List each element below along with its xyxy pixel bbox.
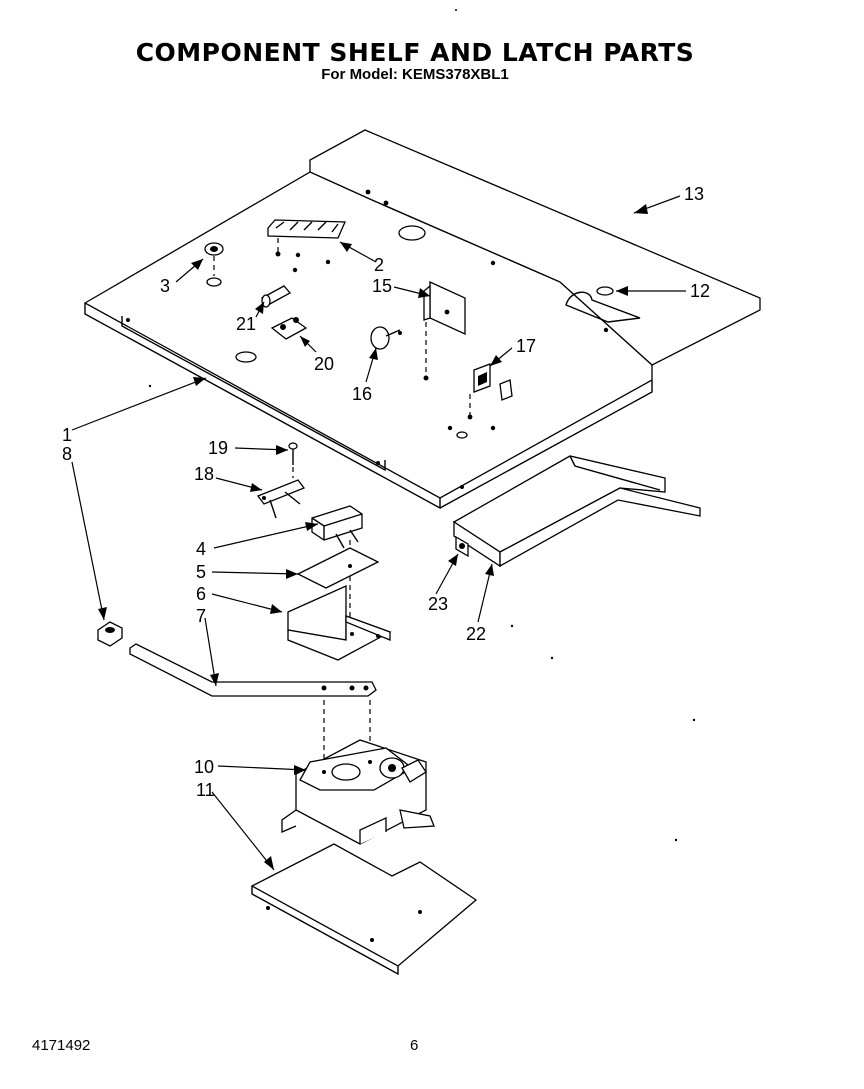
model-subtitle: For Model: KEMS378XBL1 xyxy=(321,66,509,83)
callout-3: 3 xyxy=(160,276,170,296)
callout-21: 21 xyxy=(236,314,256,334)
callout-11: 11 xyxy=(196,780,215,800)
page-title: COMPONENT SHELF AND LATCH PARTS xyxy=(135,38,695,67)
tray-part xyxy=(452,455,701,568)
callout-10: 10 xyxy=(194,757,214,777)
callout-18: 18 xyxy=(194,464,214,484)
grommet-part xyxy=(204,242,224,287)
page-number: 6 xyxy=(410,1037,419,1054)
callout-23: 23 xyxy=(428,594,448,614)
callout-17: 17 xyxy=(516,336,536,356)
callout-leaders xyxy=(71,195,686,871)
component-shelf xyxy=(83,129,761,510)
latch-assembly-part xyxy=(281,739,435,845)
callout-labels: 13 2 3 15 12 21 17 20 16 1 8 19 18 4 5 6… xyxy=(62,184,710,800)
callout-15: 15 xyxy=(372,276,392,296)
interlock-switch-part xyxy=(467,363,513,420)
switch-part xyxy=(311,505,363,640)
callout-20: 20 xyxy=(314,354,334,374)
insulator-part xyxy=(296,547,380,589)
latch-rod-part xyxy=(129,643,377,770)
callout-5: 5 xyxy=(196,562,206,582)
scan-specks xyxy=(148,9,696,842)
latch-cover-plate-part xyxy=(250,843,478,976)
callout-13: 13 xyxy=(684,184,704,204)
terminal-block-part xyxy=(267,219,346,257)
fuse-holder-part xyxy=(270,317,308,340)
switch-cover-part xyxy=(287,584,392,661)
thermostat-part xyxy=(370,326,402,350)
callout-1: 1 xyxy=(62,425,72,445)
screw-part xyxy=(288,442,298,478)
switch-actuator-part xyxy=(256,479,306,519)
callout-8: 8 xyxy=(62,444,72,464)
callout-19: 19 xyxy=(208,438,228,458)
bracket-part xyxy=(423,280,466,381)
callout-16: 16 xyxy=(352,384,372,404)
callout-22: 22 xyxy=(466,624,486,644)
callout-4: 4 xyxy=(196,539,206,559)
callout-12: 12 xyxy=(690,281,710,301)
callout-2: 2 xyxy=(374,255,384,275)
callout-7: 7 xyxy=(196,606,206,626)
bumper-part xyxy=(97,621,123,647)
document-number: 4171492 xyxy=(32,1037,91,1054)
callout-6: 6 xyxy=(196,584,206,604)
fuse-part xyxy=(260,285,292,308)
